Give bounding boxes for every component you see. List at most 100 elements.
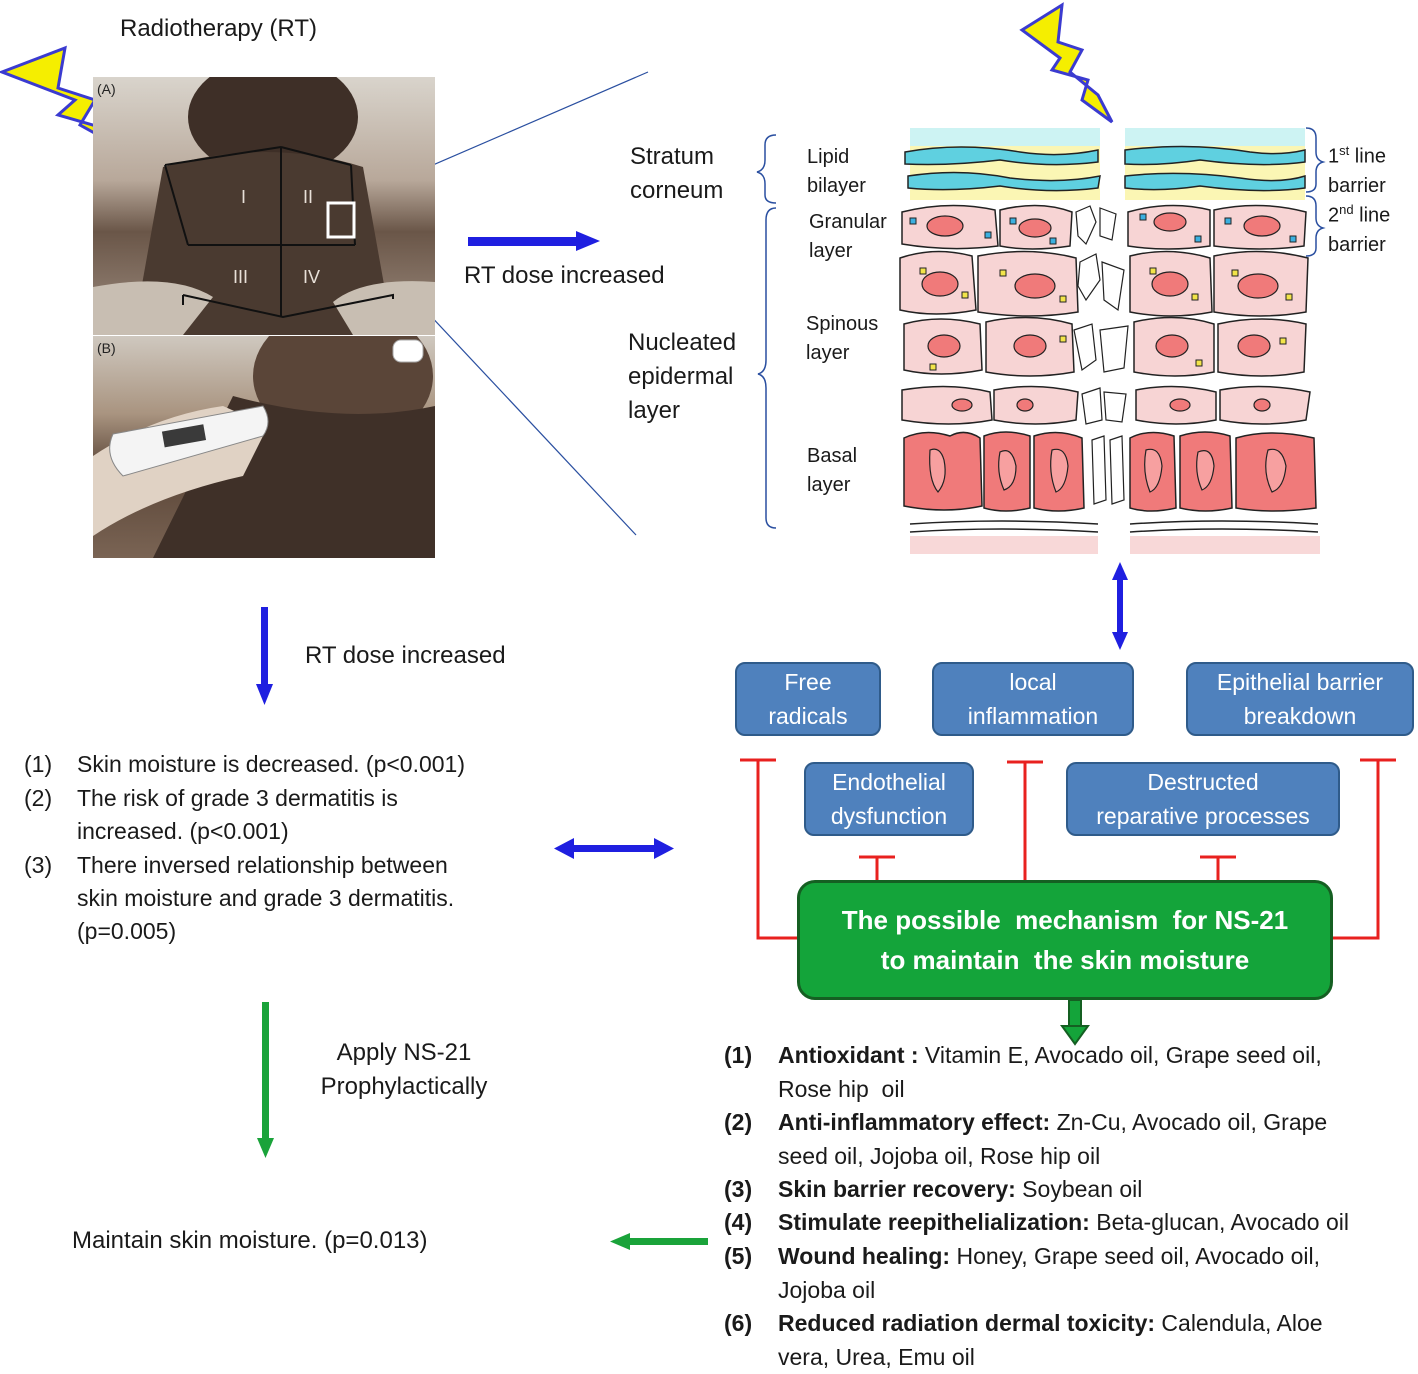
mechanism-title: Antioxidant :: [778, 1042, 919, 1068]
label-part: 1: [1328, 145, 1340, 168]
finding-number: (1): [24, 751, 53, 777]
box-endothelial: Endothelial dysfunction: [804, 762, 974, 836]
label-line: layer: [809, 240, 853, 262]
radiotherapy-title: Radiotherapy (RT): [120, 15, 317, 42]
mechanism-arrow-down: [1060, 999, 1090, 1046]
mechanism-number: (1): [724, 1042, 753, 1068]
mechanism-text: Honey, Grape seed oil, Avocado oil,: [950, 1243, 1320, 1269]
layer-braces: [756, 127, 1326, 529]
box-line: breakdown: [1243, 703, 1357, 729]
label-line: Prophylactically: [320, 1073, 488, 1100]
label-line: Nucleated: [628, 329, 737, 356]
box-line: radicals: [768, 703, 848, 729]
label-line: barrier: [1328, 233, 1386, 256]
box-free-radicals: Free radicals: [735, 662, 881, 736]
label-line: epidermal: [628, 363, 734, 390]
mechanism-text: Vitamin E, Avocado oil, Grape seed oil,: [918, 1042, 1322, 1068]
lipid-bilayer-label: Lipid bilayer: [807, 143, 866, 201]
label-part: nd: [1339, 202, 1354, 217]
mechanism-number: (5): [724, 1243, 753, 1269]
box-line: to maintain the skin moisture: [880, 945, 1250, 975]
mechanism-text: Jojoba oil: [778, 1277, 876, 1303]
mechanism-number: (4): [724, 1209, 753, 1235]
finding-text: (p=0.005): [77, 918, 177, 944]
box-line: dysfunction: [830, 803, 948, 829]
finding-item: (2) The risk of grade 3 dermatitis is in…: [24, 782, 544, 848]
mechanism-number: (6): [724, 1310, 753, 1336]
nucleated-epidermal-label: Nucleated epidermal layer: [628, 326, 736, 428]
box-line: The possible mechanism for NS-21: [841, 905, 1289, 935]
box-line: Endothelial: [832, 769, 946, 795]
finding-text: increased. (p<0.001): [77, 818, 289, 844]
mechanism-text: Zn-Cu, Avocado oil, Grape: [1050, 1109, 1328, 1135]
box-line: inflammation: [967, 703, 1099, 729]
mechanism-title: Skin barrier recovery:: [778, 1176, 1016, 1202]
box-destructed: Destructed reparative processes: [1066, 762, 1340, 836]
label-line: layer: [807, 474, 851, 496]
stratum-corneum-label: Stratum corneum: [630, 140, 723, 208]
mechanism-text: Beta-glucan, Avocado oil: [1089, 1209, 1349, 1235]
photo-b-label: (B): [97, 340, 116, 356]
second-line-barrier-label: 2nd line barrier: [1328, 195, 1390, 260]
box-local-inflammation: local inflammation: [932, 662, 1134, 736]
rt-dose-arrow-down: [256, 607, 273, 705]
mechanism-text: Rose hip oil: [778, 1076, 905, 1102]
region-label: I: [241, 187, 247, 207]
apply-arrow-down: [257, 1002, 274, 1158]
first-line-barrier-label: 1st line barrier: [1328, 136, 1386, 201]
mechanism-number: (2): [724, 1109, 753, 1135]
finding-item: (3) There inversed relationship between …: [24, 849, 544, 948]
box-line: Free: [784, 669, 832, 695]
photo-neck-regions: (A) I II III IV: [93, 77, 435, 335]
apply-ns21-label: Apply NS-21 Prophylactically: [314, 1036, 494, 1104]
mechanism-box: The possible mechanism for NS-21 to maint…: [797, 880, 1333, 1000]
rt-dose-label-right: RT dose increased: [464, 262, 665, 289]
finding-text: There inversed relationship between: [77, 852, 448, 878]
box-line: reparative processes: [1096, 803, 1310, 829]
rt-dose-label-down: RT dose increased: [305, 642, 506, 669]
inhibition-lines: [740, 758, 1396, 940]
spinous-layer-label: Spinous layer: [806, 310, 878, 368]
label-line: bilayer: [807, 175, 866, 197]
mechanism-item: (4) Stimulate reepithelialization: Beta-…: [724, 1205, 1404, 1239]
basal-layer-label: Basal layer: [807, 442, 857, 500]
label-part: line: [1349, 145, 1386, 168]
label-line: layer: [806, 342, 850, 364]
mechanism-title: Stimulate reepithelialization:: [778, 1209, 1090, 1235]
label-line: Granular: [809, 211, 887, 233]
mechanism-text: seed oil, Jojoba oil, Rose hip oil: [778, 1143, 1101, 1169]
label-line: Lipid: [807, 146, 850, 168]
finding-text: Skin moisture is decreased. (p<0.001): [77, 751, 466, 777]
lightning-bolt-icon: [1019, 2, 1114, 124]
finding-text: skin moisture and grade 3 dermatitis.: [77, 885, 455, 911]
label-line: Apply NS-21: [336, 1039, 472, 1066]
mechanism-item: (1) Antioxidant : Vitamin E, Avocado oil…: [724, 1038, 1404, 1106]
label-part: line: [1353, 204, 1391, 227]
label-line: Stratum: [630, 143, 715, 170]
relation-double-arrow: [554, 838, 674, 859]
finding-number: (3): [24, 852, 53, 878]
mechanism-item: (2) Anti-inflammatory effect: Zn-Cu, Avo…: [724, 1105, 1404, 1173]
finding-number: (2): [24, 785, 53, 811]
finding-item: (1) Skin moisture is decreased. (p<0.001…: [24, 748, 544, 781]
skin-link-double-arrow: [1112, 562, 1128, 650]
maintain-arrow-left: [610, 1233, 708, 1250]
region-label: IV: [303, 267, 321, 287]
finding-text: The risk of grade 3 dermatitis is: [77, 785, 398, 811]
mechanism-text: vera, Urea, Emu oil: [778, 1344, 975, 1370]
label-part: st: [1339, 143, 1350, 158]
region-label: II: [303, 187, 314, 207]
rt-dose-arrow-right: [468, 231, 600, 251]
mechanism-item: (3) Skin barrier recovery: Soybean oil: [724, 1172, 1404, 1206]
mechanism-number: (3): [724, 1176, 753, 1202]
box-line: local: [1009, 669, 1057, 695]
maintain-moisture-label: Maintain skin moisture. (p=0.013): [72, 1227, 428, 1254]
label-line: barrier: [1328, 174, 1386, 197]
label-line: corneum: [630, 177, 724, 204]
mechanism-text: Soybean oil: [1015, 1176, 1143, 1202]
photo-moisture-measurement: (B): [93, 336, 435, 558]
box-line: Destructed: [1147, 769, 1259, 795]
label-line: Basal: [807, 445, 858, 467]
label-line: layer: [628, 397, 681, 424]
region-label: III: [233, 267, 249, 287]
